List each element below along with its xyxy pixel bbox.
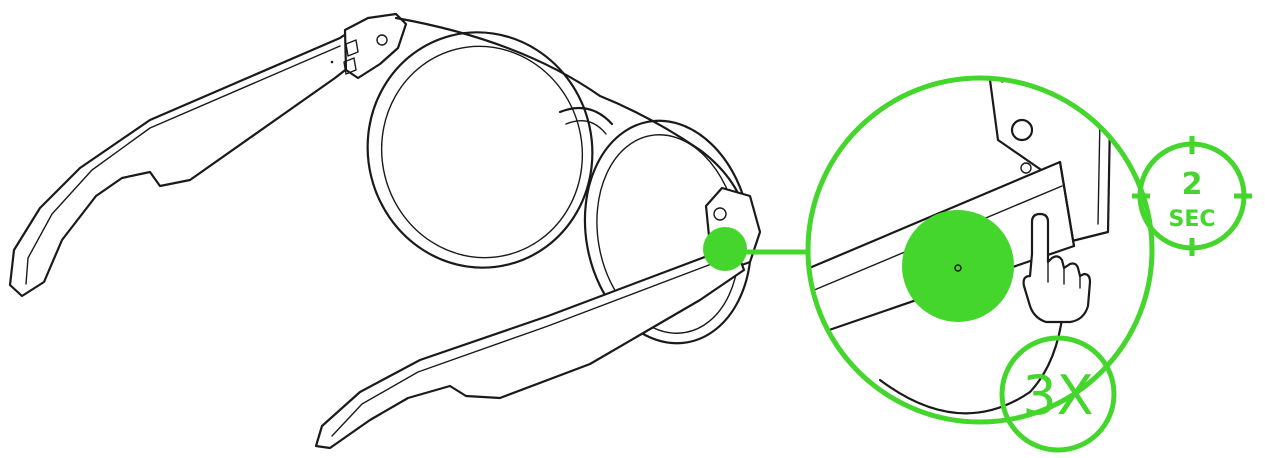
left-hinge (343, 12, 408, 80)
zoom-detail-view (805, 75, 1155, 425)
press-count-badge: 3X (999, 335, 1117, 453)
right-temple-arm (314, 230, 746, 450)
glasses-frame-front (366, 16, 762, 345)
left-temple-arm (8, 28, 360, 298)
touch-sensor-zoomed (902, 210, 1014, 322)
press-count: 3X (1022, 364, 1093, 427)
hand-press-icon (1022, 212, 1092, 324)
timer-icon (1132, 136, 1252, 256)
duration-unit: SEC (1168, 207, 1215, 232)
duration-badge: 2 SEC (1132, 136, 1252, 256)
smart-glasses-illustration (8, 12, 762, 450)
duration-value: 2 (1182, 167, 1203, 202)
touch-sensor-highlight (703, 227, 747, 271)
